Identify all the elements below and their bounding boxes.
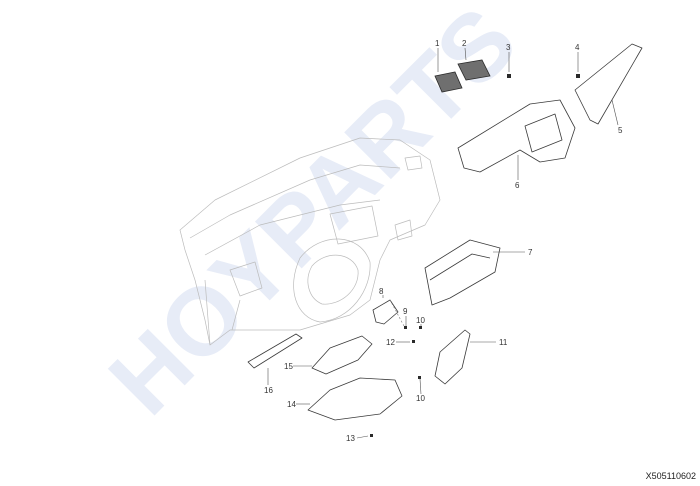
callout-labels: 1 2 3 4 5 6 7 8 9 10 10 11 12 13 14 15 1… [264,39,623,443]
callout-4: 4 [575,43,580,52]
callout-15: 15 [284,362,293,371]
callout-13: 13 [346,434,355,443]
callout-6: 6 [515,181,520,190]
callout-7: 7 [528,248,533,257]
part-14-lower-column-cover [296,377,403,421]
part-4-fastener [576,52,580,78]
part-11-side-trim [434,329,496,385]
callout-5: 5 [618,126,623,135]
screw-fasteners [356,299,422,439]
callout-3: 3 [506,43,511,52]
part-3-fastener [507,52,511,78]
part-6-center-bezel [457,99,576,180]
part-7-glove-box [424,239,525,306]
callout-2: 2 [462,39,467,48]
callout-12: 12 [386,338,395,347]
callout-16: 16 [264,386,273,395]
part-5-upper-trim-panel [574,43,643,126]
part-8-bracket [372,295,399,325]
callout-11: 11 [499,338,508,347]
dashboard-ghost-outline [179,137,441,346]
callout-10b: 10 [416,394,425,403]
callout-10a: 10 [416,316,425,325]
callout-8: 8 [379,287,384,296]
part-1-air-vent [434,48,463,93]
part-15-upper-column-cover [293,335,373,375]
reference-code: X505110602 [645,471,696,481]
callout-9: 9 [403,307,408,316]
callout-1: 1 [435,39,440,48]
part-2-air-vent [457,47,491,81]
callout-14: 14 [287,400,296,409]
part-16-knee-trim-strip [247,333,303,385]
